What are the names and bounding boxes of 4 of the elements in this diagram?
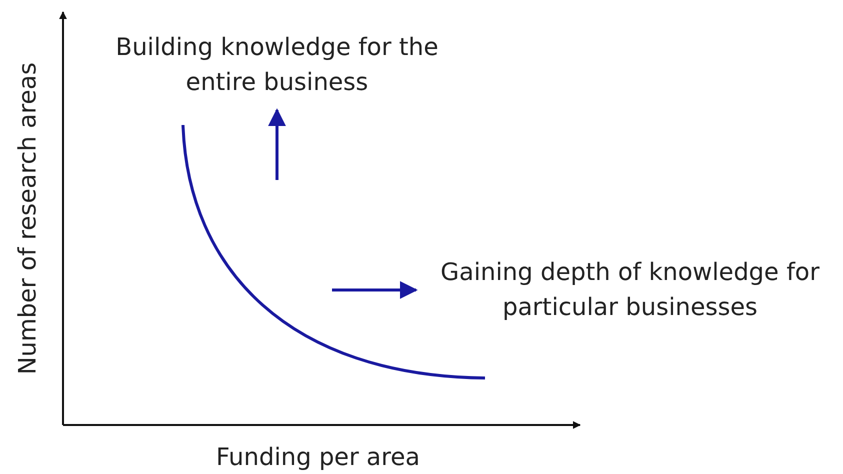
annotation-text: Gaining depth of knowledge for particular businesses (440, 257, 820, 323)
annotation-text: Building knowledge for the entire business (114, 32, 440, 98)
x-axis-label: Funding per area (215, 442, 421, 473)
y-axis-label: Number of research areas (12, 61, 42, 377)
